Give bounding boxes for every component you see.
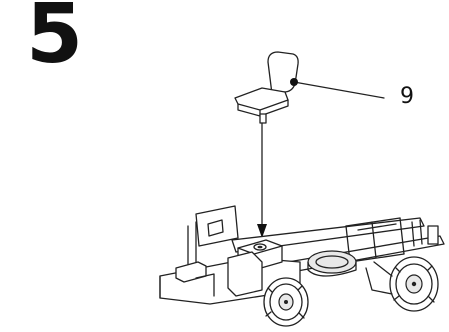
front-wheel bbox=[264, 278, 308, 326]
callout-leader bbox=[290, 78, 384, 98]
rear-wheel bbox=[390, 257, 438, 311]
vehicle-chassis-icon bbox=[160, 206, 444, 326]
seat-icon bbox=[235, 52, 298, 123]
callout-dot bbox=[290, 78, 298, 86]
callout-part-number: 9 bbox=[400, 86, 414, 108]
arrow-down-icon bbox=[257, 123, 267, 238]
